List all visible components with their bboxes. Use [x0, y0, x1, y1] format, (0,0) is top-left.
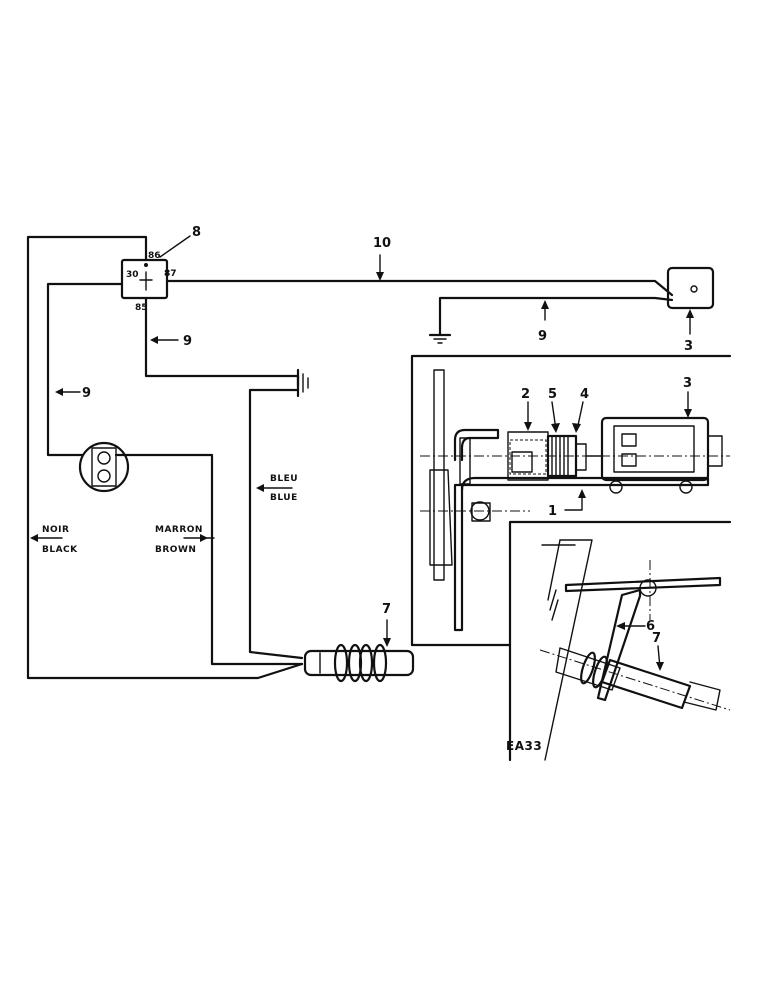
callout-8: 8 — [192, 225, 201, 240]
callout-2: 2 — [521, 387, 530, 402]
side-view-bracket — [541, 539, 722, 761]
reference-code: EA33 — [506, 739, 542, 753]
wire-10 — [165, 279, 674, 297]
callout-10: 10 — [373, 236, 391, 251]
ground-symbol-right — [428, 333, 452, 344]
callout-3-detail: 3 — [683, 376, 692, 391]
callout-3-top: 3 — [684, 339, 693, 354]
detail-panel-side — [508, 520, 732, 762]
relay-pin-86: 86 — [148, 251, 161, 261]
round-connector — [78, 441, 130, 493]
wire-black — [26, 235, 304, 680]
label-marron: MARRON — [155, 525, 203, 535]
sensor-7-side — [539, 647, 731, 711]
callout-4: 4 — [580, 387, 589, 402]
label-blue: BLUE — [270, 493, 298, 503]
wire-9-relay-ground — [144, 296, 300, 388]
callout-9-mid: 9 — [183, 334, 192, 349]
callout-9-right: 9 — [538, 329, 547, 344]
wire-brown — [114, 453, 304, 666]
callout-9-left: 9 — [82, 386, 91, 401]
sensor-assembly — [420, 431, 730, 485]
wire-blue — [248, 388, 304, 660]
label-bleu: BLEU — [270, 474, 298, 484]
mounting-bracket — [420, 369, 710, 632]
relay-pin-87: 87 — [164, 269, 177, 279]
detail-panel-mounting — [410, 354, 732, 647]
ground-symbol-center — [296, 368, 309, 398]
relay-pin-30: 30 — [126, 270, 139, 280]
wire-9-ground-right — [438, 296, 674, 337]
relay-pin-85: 85 — [135, 303, 148, 313]
callout-7-detail: 7 — [652, 631, 661, 646]
wire-9-left — [46, 282, 124, 457]
label-noir: NOIR — [42, 525, 69, 535]
callout-1: 1 — [548, 504, 557, 519]
label-black: BLACK — [42, 545, 78, 555]
relay-8 — [120, 258, 169, 300]
label-brown: BROWN — [155, 545, 196, 555]
callout-6: 6 — [646, 619, 655, 634]
connector-3 — [666, 266, 715, 310]
leader-8 — [159, 235, 191, 258]
callout-7-main: 7 — [382, 602, 391, 617]
callout-5: 5 — [548, 387, 557, 402]
connector-3-detail — [600, 416, 723, 494]
proximity-sensor-7 — [303, 643, 415, 683]
